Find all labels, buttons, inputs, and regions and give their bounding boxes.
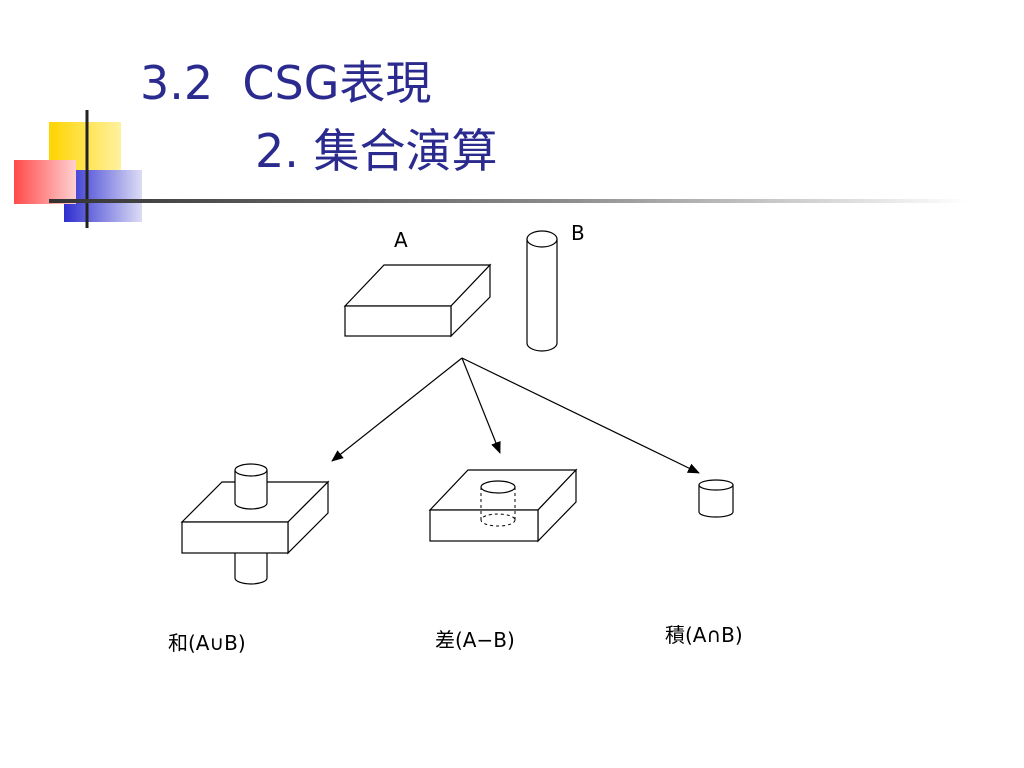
intersection-result-solid (698, 479, 734, 518)
difference-hole-hidden-lines (480, 487, 516, 527)
arrow-to-intersection (461, 357, 700, 474)
title-underline-rule (49, 199, 969, 203)
deco-red-square (14, 160, 76, 204)
slide-title: 3.2 CSG表現 (140, 56, 432, 110)
solid-b-cylinder (526, 230, 558, 352)
intersection-label: 積(A∩B) (665, 623, 743, 647)
difference-label: 差(A−B) (435, 628, 515, 652)
difference-result-solid (428, 468, 578, 543)
deco-blue-square (64, 170, 142, 222)
union-label: 和(A∪B) (168, 631, 246, 655)
slide-subtitle: 2. 集合演算 (255, 124, 498, 178)
solid-a-box (343, 263, 492, 338)
solid-b-label: B (571, 221, 585, 245)
arrow-to-difference (461, 357, 501, 454)
union-result-solid (180, 463, 330, 585)
arrow-to-union (331, 357, 463, 462)
solid-a-label: A (394, 228, 408, 252)
